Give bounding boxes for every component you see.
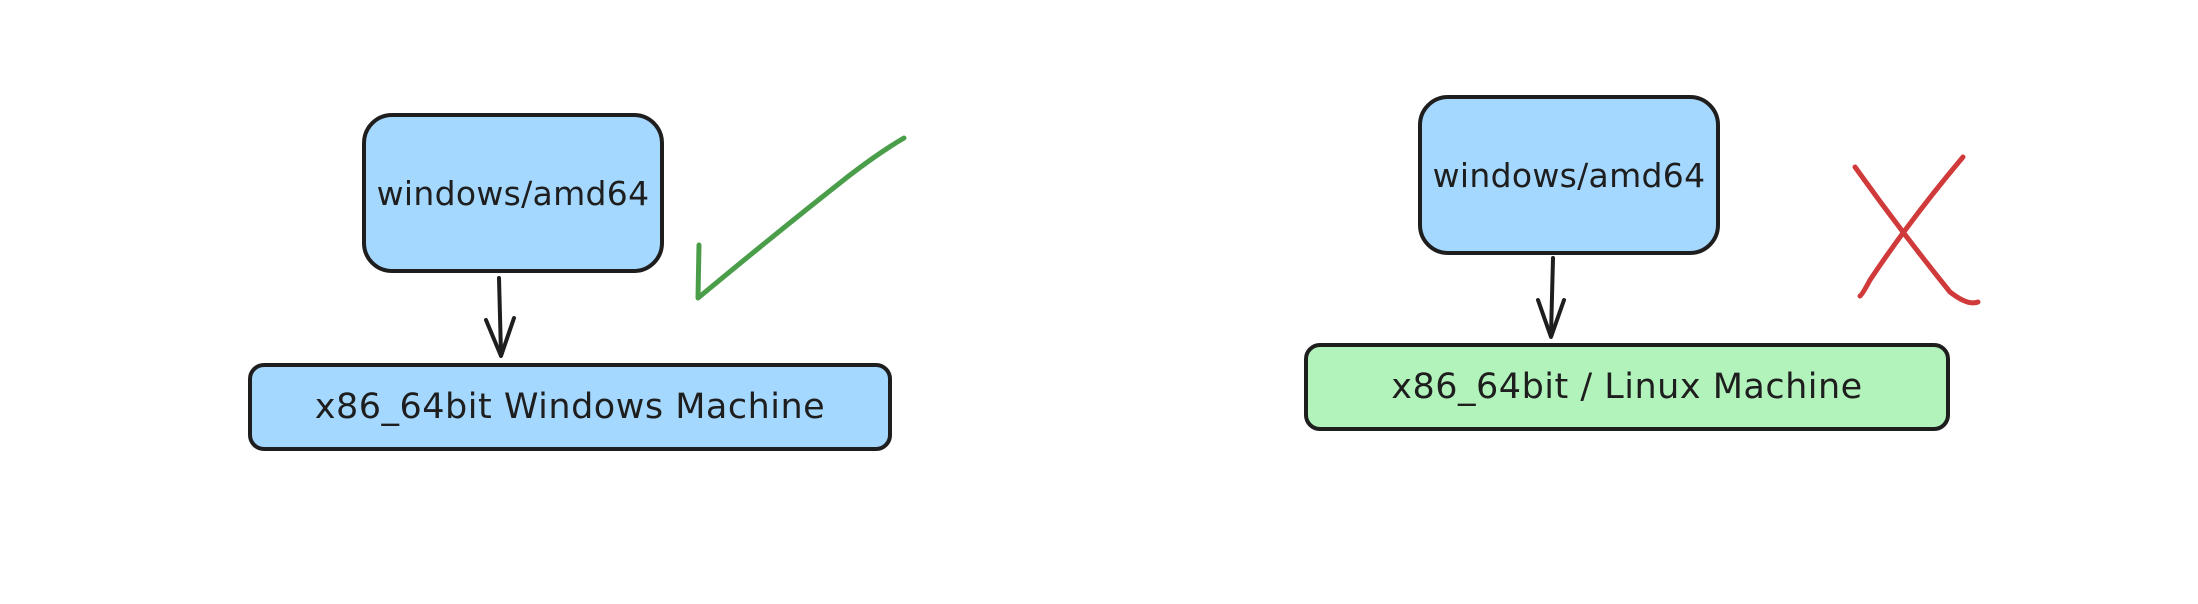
left-machine-box: x86_64bit Windows Machine <box>248 363 892 451</box>
right-arrow <box>1536 256 1566 339</box>
right-machine-box: x86_64bit / Linux Machine <box>1304 343 1950 431</box>
right-platform-box: windows/amd64 <box>1418 95 1720 255</box>
right-platform-label: windows/amd64 <box>1432 155 1706 195</box>
left-arrow <box>484 276 516 358</box>
cross-mark-icon <box>1852 154 1981 306</box>
left-machine-label: x86_64bit Windows Machine <box>314 387 826 427</box>
left-platform-label: windows/amd64 <box>376 173 650 213</box>
check-mark-icon <box>695 135 907 301</box>
left-platform-box: windows/amd64 <box>362 113 664 273</box>
right-machine-label: x86_64bit / Linux Machine <box>1391 367 1863 407</box>
